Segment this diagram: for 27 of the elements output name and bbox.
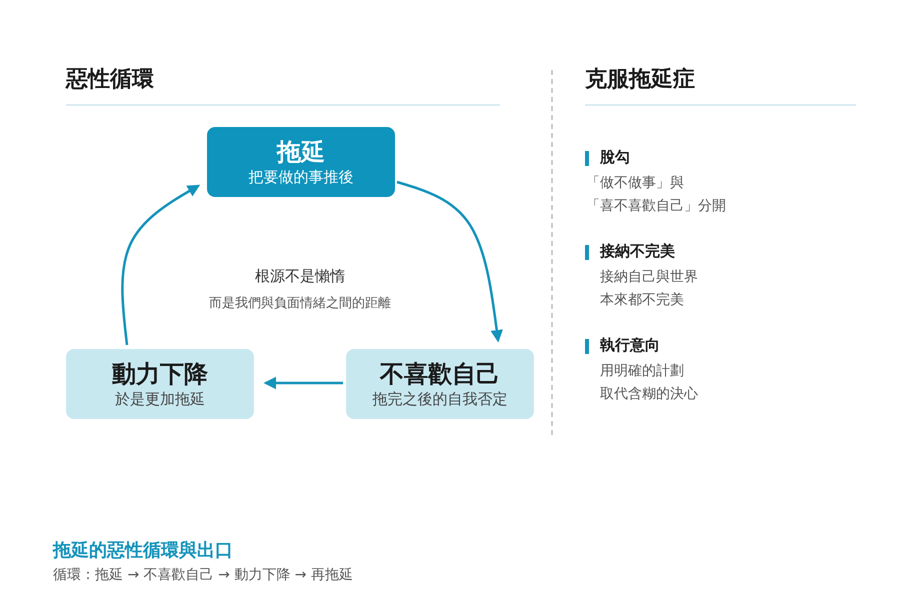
item-text: 用明確的計劃 — [600, 362, 684, 380]
item-text: 接納自己與世界 — [600, 268, 698, 286]
process-box — [207, 127, 395, 197]
box-title: 不喜歡自己 — [380, 359, 500, 389]
item-text: 本來都不完美 — [600, 291, 684, 309]
process-box — [66, 349, 254, 419]
item-heading: 接納不完美 — [600, 242, 675, 261]
arrow — [396, 180, 503, 342]
caption-note: 循環：拖延 → 不喜歡自己 → 動力下降 → 再拖延 — [53, 566, 353, 584]
item-heading: 脫勾 — [600, 148, 630, 167]
arrow — [264, 376, 343, 390]
item-heading: 執行意向 — [600, 336, 660, 355]
box-subtitle: 拖完之後的自我否定 — [372, 389, 508, 409]
item-text: 「喜不喜歡自己」分開 — [586, 197, 726, 215]
item-text: 取代含糊的決心 — [600, 385, 698, 403]
section-heading: 惡性循環 — [66, 66, 154, 94]
section-heading: 克服拖延症 — [585, 66, 695, 94]
center-note: 根源不是懶惰 — [255, 267, 345, 286]
process-box — [346, 349, 534, 419]
center-note: 而是我們與負面情緒之間的距離 — [209, 295, 391, 312]
box-title: 拖延 — [277, 137, 325, 167]
item-text: 「做不做事」與 — [586, 174, 684, 192]
box-subtitle: 於是更加拖延 — [115, 389, 205, 409]
arrow — [121, 184, 200, 346]
box-title: 動力下降 — [112, 359, 208, 389]
box-subtitle: 把要做的事推後 — [248, 167, 354, 187]
caption: 拖延的惡性循環與出口 — [53, 539, 233, 562]
